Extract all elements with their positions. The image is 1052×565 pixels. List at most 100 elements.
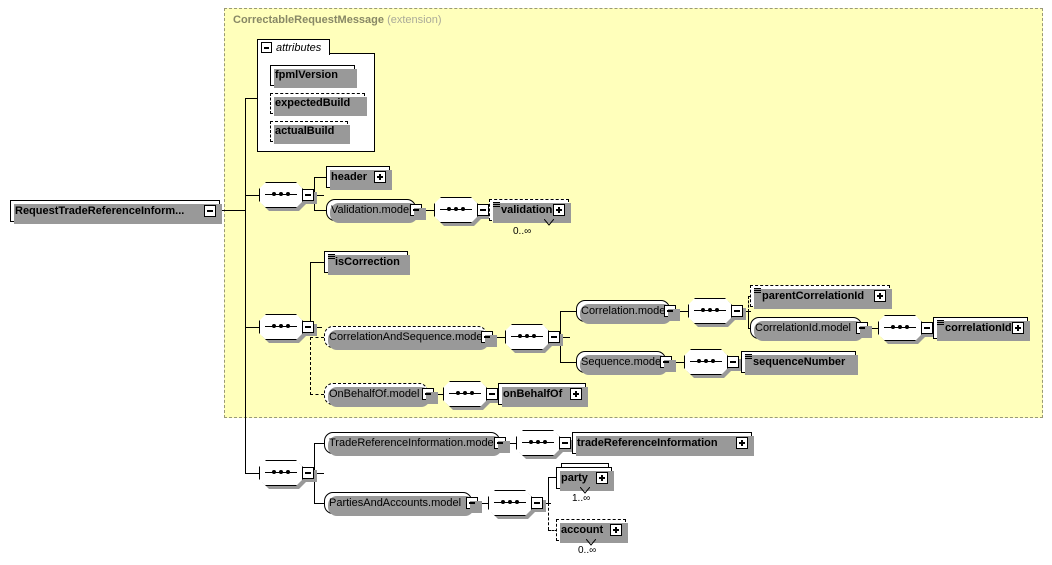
element-sequenceNumber[interactable]: sequenceNumber	[741, 351, 858, 375]
modelref-validation-model-label: Validation.model	[331, 203, 412, 216]
sequence-compositor-parties[interactable]	[488, 490, 546, 519]
modelref-onbehalfof-model-handle[interactable]	[422, 388, 438, 404]
sequence-compositor-1[interactable]	[259, 182, 317, 211]
modelref-correlation-model-handle[interactable]	[664, 305, 680, 321]
element-tradeReferenceInformation-label: tradeReferenceInformation	[577, 436, 718, 449]
modelref-correlation-model-label: Correlation.model	[581, 304, 668, 317]
modelref-correlation-model[interactable]: Correlation.model	[576, 300, 680, 324]
sequence-compositor-sequencemodel[interactable]	[684, 349, 742, 378]
sequence-compositor-3[interactable]	[259, 460, 317, 489]
party-repeat-marker	[580, 487, 590, 494]
modelref-partiesandaccounts-handle[interactable]	[466, 497, 482, 513]
simple-type-icon	[745, 354, 752, 360]
sequence-compositor-tradereference[interactable]	[516, 430, 574, 459]
simple-type-icon	[328, 254, 335, 260]
simple-type-icon	[493, 202, 500, 208]
modelref-validation-model[interactable]: Validation.model	[326, 199, 426, 223]
modelref-tradereferenceinformation-handle[interactable]	[494, 437, 510, 453]
element-party[interactable]: party	[556, 467, 614, 491]
attribute-expectedBuild-label: expectedBuild	[275, 97, 351, 109]
modelref-correlationid-model-label: CorrelationId.model	[755, 321, 851, 334]
root-element-label: RequestTradeReferenceInform...	[15, 204, 185, 217]
element-party-expand-handle[interactable]	[596, 472, 608, 484]
element-parentCorrelationId-label: parentCorrelationId	[762, 289, 865, 302]
modelref-partiesandaccounts-model[interactable]: PartiesAndAccounts.model	[324, 492, 482, 516]
sequence-tradereference-collapse-handle[interactable]	[559, 437, 571, 449]
attribute-expectedBuild[interactable]: expectedBuild	[270, 93, 367, 116]
sequence-2-collapse-handle[interactable]	[302, 321, 314, 333]
attribute-actualBuild[interactable]: actualBuild	[270, 121, 350, 144]
element-parentCorrelationId[interactable]: parentCorrelationId	[750, 285, 892, 309]
validation-cardinality: 0..∞	[513, 226, 532, 237]
modelref-sequence-model[interactable]: Sequence.model	[576, 351, 676, 375]
element-onBehalfOf-label: onBehalfOf	[503, 387, 563, 400]
sequence-compositor-2[interactable]	[259, 314, 317, 343]
element-isCorrection[interactable]: isCorrection	[324, 251, 410, 275]
modelref-correlation-and-sequence-model-label: CorrelationAndSequence.model	[329, 330, 485, 343]
account-cardinality: 0..∞	[578, 545, 597, 556]
element-onBehalfOf-expand-handle[interactable]	[570, 388, 582, 400]
modelref-correlationid-model-handle[interactable]	[856, 322, 872, 338]
element-header[interactable]: header	[326, 166, 392, 190]
element-account-label: account	[561, 523, 604, 536]
modelref-onbehalfof-model[interactable]: OnBehalfOf.model	[324, 383, 438, 407]
sequence-validation-collapse-handle[interactable]	[477, 204, 489, 216]
sequence-cas-collapse-handle[interactable]	[548, 331, 560, 343]
sequence-parties-collapse-handle[interactable]	[531, 497, 543, 509]
root-collapse-handle[interactable]	[204, 205, 216, 217]
sequence-compositor-validation[interactable]	[434, 197, 492, 226]
modelref-sequence-model-handle[interactable]	[660, 356, 676, 372]
attributes-collapse-handle[interactable]	[261, 42, 272, 53]
modelref-sequence-model-label: Sequence.model	[581, 355, 664, 368]
sequence-correlationid-collapse-handle[interactable]	[921, 322, 933, 334]
element-correlationId-expand-handle[interactable]	[1012, 322, 1024, 334]
element-sequenceNumber-label: sequenceNumber	[753, 355, 846, 368]
party-cardinality: 1..∞	[572, 493, 591, 504]
element-validation-expand-handle[interactable]	[553, 204, 565, 216]
modelref-tradereferenceinformation-model-label: TradeReferenceInformation.model	[329, 436, 497, 449]
modelref-partiesandaccounts-model-label: PartiesAndAccounts.model	[329, 496, 462, 509]
element-correlationId-label: correlationId	[945, 321, 1012, 334]
validation-repeat-marker	[544, 219, 554, 226]
element-account[interactable]: account	[556, 519, 628, 543]
simple-type-icon	[937, 320, 944, 326]
element-tradeReferenceInformation-expand-handle[interactable]	[736, 437, 748, 449]
element-tradeReferenceInformation[interactable]: tradeReferenceInformation	[572, 432, 754, 456]
sequence-correlation-collapse-handle[interactable]	[731, 305, 743, 317]
sequence-compositor-correlation-and-sequence[interactable]	[505, 324, 563, 353]
modelref-tradereferenceinformation-model[interactable]: TradeReferenceInformation.model	[324, 432, 510, 456]
modelref-correlation-and-sequence-handle[interactable]	[481, 331, 497, 347]
element-onBehalfOf[interactable]: onBehalfOf	[498, 383, 588, 407]
attribute-fpmlVersion-label: fpmlVersion	[275, 69, 338, 81]
sequence-onbehalfof-collapse-handle[interactable]	[486, 388, 498, 400]
element-account-expand-handle[interactable]	[610, 524, 622, 536]
extension-kind-label: (extension)	[387, 14, 442, 26]
element-validation[interactable]: validation	[489, 199, 571, 223]
root-element-node[interactable]: RequestTradeReferenceInform...	[10, 200, 222, 224]
account-repeat-marker	[586, 539, 596, 546]
element-header-label: header	[331, 170, 368, 183]
modelref-onbehalfof-model-label: OnBehalfOf.model	[329, 387, 420, 400]
element-parentCorrelationId-expand-handle[interactable]	[874, 290, 886, 302]
modelref-correlation-and-sequence-model[interactable]: CorrelationAndSequence.model	[324, 326, 497, 350]
sequence-sequencemodel-collapse-handle[interactable]	[727, 356, 739, 368]
attributes-tab-label: attributes	[276, 41, 322, 54]
element-header-expand-handle[interactable]	[374, 171, 386, 183]
simple-type-icon	[754, 288, 761, 294]
sequence-3-collapse-handle[interactable]	[302, 467, 314, 479]
extension-type-name: CorrectableRequestMessage	[233, 14, 385, 26]
sequence-compositor-correlationid[interactable]	[878, 315, 936, 344]
sequence-compositor-onbehalfof[interactable]	[443, 381, 501, 410]
attribute-fpmlVersion[interactable]: fpmlVersion	[270, 65, 357, 88]
sequence-compositor-correlation[interactable]	[688, 298, 746, 327]
extension-box-title: CorrectableRequestMessage (extension)	[233, 14, 442, 26]
modelref-correlationid-model[interactable]: CorrelationId.model	[750, 317, 872, 341]
element-correlationId[interactable]: correlationId	[933, 317, 1030, 341]
attribute-actualBuild-label: actualBuild	[275, 125, 335, 137]
element-isCorrection-label: isCorrection	[335, 255, 400, 268]
attributes-tab[interactable]: attributes	[257, 39, 330, 55]
sequence-1-collapse-handle[interactable]	[302, 189, 314, 201]
element-party-label: party	[561, 471, 588, 484]
modelref-validation-model-handle[interactable]	[410, 204, 426, 220]
